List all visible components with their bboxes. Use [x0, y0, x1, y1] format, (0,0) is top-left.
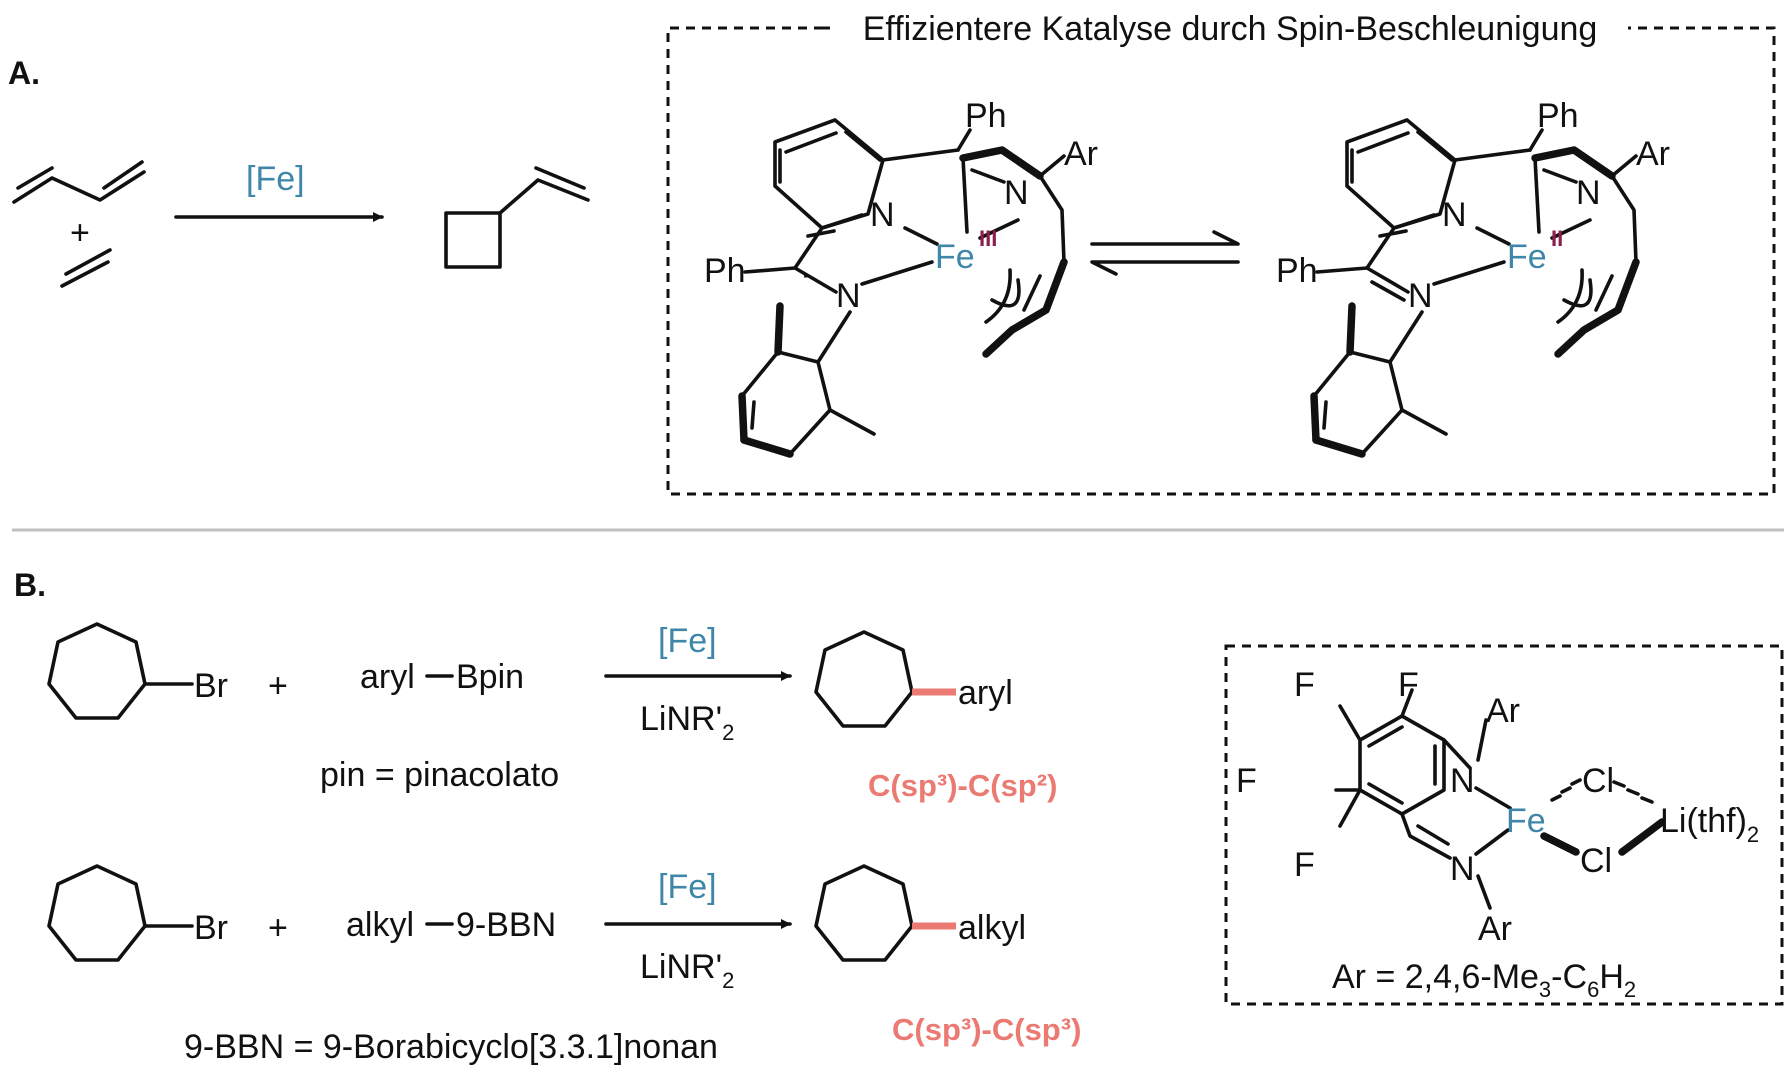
- svg-text:Fe: Fe: [935, 238, 975, 276]
- row2-base: LiNR'2: [640, 948, 734, 993]
- row1-plus: +: [268, 667, 288, 705]
- svg-text:N: N: [836, 277, 861, 315]
- vinylcyclobutane: [444, 166, 590, 269]
- svg-text:·: ·: [800, 255, 811, 293]
- section-b-label: B.: [14, 567, 46, 603]
- svg-text:alkyl: alkyl: [346, 906, 414, 944]
- svg-text:aryl: aryl: [360, 658, 415, 696]
- row2-bond-type: C(sp³)-C(sp³): [892, 1012, 1081, 1047]
- svg-text:III: III: [979, 226, 997, 251]
- svg-text:9-BBN: 9-BBN: [456, 906, 556, 944]
- iron-complex-fe-iii: Ph Ar N N Ph N · Fe III: [704, 97, 1098, 458]
- row1-catalyst: [Fe]: [658, 622, 717, 660]
- svg-text:Li(thf)2: Li(thf)2: [1660, 802, 1759, 847]
- spin-box-title: Effizientere Katalyse durch Spin-Beschle…: [863, 10, 1598, 48]
- svg-text:N: N: [1450, 762, 1475, 800]
- svg-text:N: N: [870, 196, 895, 234]
- svg-text:F: F: [1294, 846, 1315, 884]
- svg-text:F: F: [1236, 762, 1257, 800]
- svg-text:II: II: [1551, 226, 1563, 251]
- aryl-legend: Ar = 2,4,6-Me3-C6H2: [1332, 958, 1636, 1002]
- svg-text:Ar: Ar: [1064, 135, 1098, 173]
- svg-text:Ph: Ph: [704, 252, 746, 290]
- equilibrium-arrows: [1090, 230, 1240, 276]
- svg-text:N: N: [1442, 196, 1467, 234]
- svg-text:Ph: Ph: [1276, 252, 1318, 290]
- row1-base: LiNR'2: [640, 700, 734, 745]
- svg-text:alkyl: alkyl: [958, 909, 1026, 947]
- row1-cycloheptyl-bromide: Br: [47, 622, 228, 720]
- svg-text:Br: Br: [194, 667, 228, 705]
- svg-text:Cl: Cl: [1582, 762, 1614, 800]
- row2-plus: +: [268, 909, 288, 947]
- svg-text:N: N: [1004, 174, 1029, 212]
- iron-complex-fe-ii: Ph Ar N N Ph N Fe II: [1276, 97, 1670, 458]
- row1-product: aryl: [814, 630, 1013, 728]
- ethylene: [60, 248, 112, 288]
- svg-text:N: N: [1408, 277, 1433, 315]
- svg-text:N: N: [1576, 174, 1601, 212]
- svg-text:F: F: [1294, 666, 1315, 704]
- svg-text:aryl: aryl: [958, 674, 1013, 712]
- row2-alkyl-bbn: alkyl 9-BBN: [346, 906, 556, 944]
- svg-text:Br: Br: [194, 909, 228, 947]
- svg-text:Cl: Cl: [1580, 842, 1612, 880]
- row2-product: alkyl: [814, 864, 1026, 962]
- catalyst-box-border: [1224, 644, 1784, 1006]
- svg-text:N: N: [1450, 850, 1475, 888]
- fe-diazadiene-complex: F F F F N N Ar Ar Fe Cl Cl Li(thf)2: [1236, 666, 1759, 948]
- svg-text:Ar: Ar: [1486, 692, 1520, 730]
- catalyst-label-a: [Fe]: [246, 160, 305, 198]
- svg-text:Fe: Fe: [1506, 802, 1546, 840]
- svg-text:Bpin: Bpin: [456, 658, 524, 696]
- svg-text:Ph: Ph: [965, 97, 1007, 135]
- row1-note: pin = pinacolato: [320, 756, 559, 794]
- row1-aryl-bpin: aryl Bpin: [360, 658, 524, 696]
- row2-catalyst: [Fe]: [658, 868, 717, 906]
- plus-sign-a: +: [70, 214, 90, 252]
- section-a-label: A.: [8, 55, 40, 91]
- spin-box-border: [666, 26, 1776, 496]
- row2-cycloheptyl-bromide: Br: [47, 864, 228, 962]
- row1-bond-type: C(sp³)-C(sp²): [868, 768, 1057, 803]
- svg-text:Ar: Ar: [1478, 910, 1512, 948]
- svg-text:Ph: Ph: [1537, 97, 1579, 135]
- svg-text:Ar: Ar: [1636, 135, 1670, 173]
- row2-note: 9-BBN = 9-Borabicyclo[3.3.1]nonan: [184, 1028, 718, 1066]
- butadiene: [12, 160, 146, 204]
- svg-text:Fe: Fe: [1507, 238, 1547, 276]
- svg-text:F: F: [1398, 666, 1419, 704]
